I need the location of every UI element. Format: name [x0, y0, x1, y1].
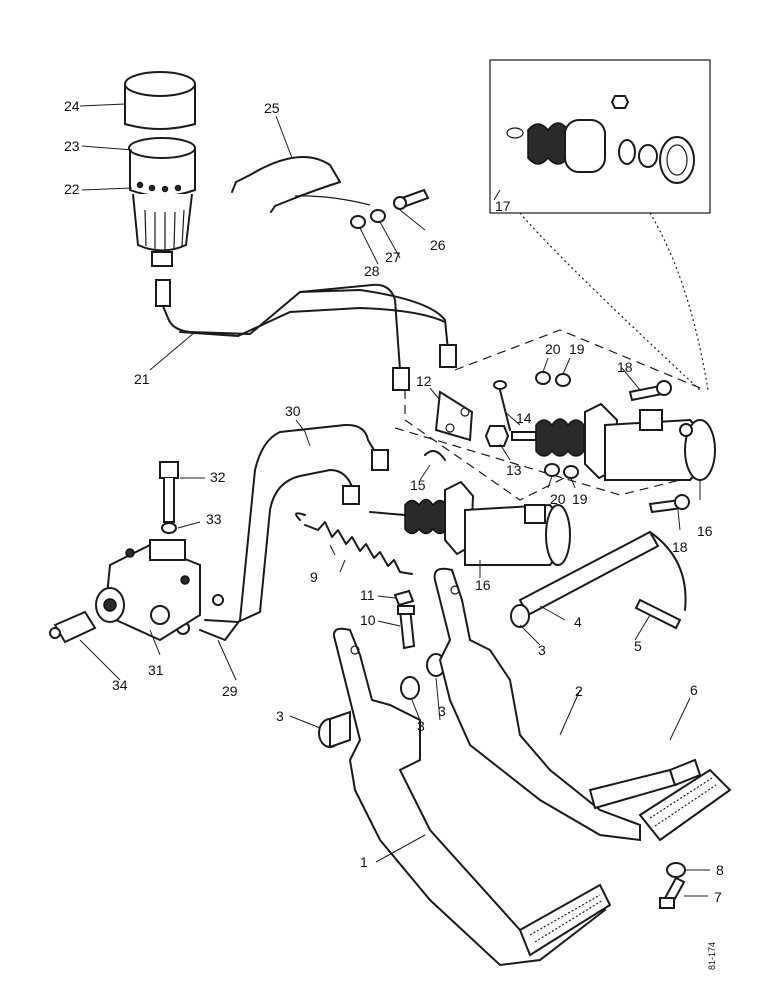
part-labels: 24 23 22 25 17 26 27 28 21 20 19 18 12 1…: [64, 98, 724, 970]
pin-15: [424, 450, 446, 461]
reservoir-cap: [124, 71, 196, 130]
label-2: 2: [575, 683, 583, 699]
label-31: 31: [148, 662, 164, 678]
label-5: 5: [634, 638, 642, 654]
label-29: 29: [222, 683, 238, 699]
pedal-2: [433, 567, 732, 842]
label-10: 10: [360, 612, 376, 628]
feed-pipe: [155, 279, 457, 391]
label-20b: 20: [550, 491, 566, 507]
label-4: 4: [574, 614, 582, 630]
label-25: 25: [264, 100, 280, 116]
label-17: 17: [495, 198, 511, 214]
label-3a: 3: [276, 708, 284, 724]
label-16a: 16: [475, 577, 491, 593]
label-12: 12: [416, 373, 432, 389]
inset-box-17: [489, 59, 711, 391]
label-32: 32: [210, 469, 226, 485]
label-13: 13: [506, 462, 522, 478]
label-18a: 18: [617, 359, 633, 375]
label-27: 27: [385, 249, 401, 265]
label-9: 9: [310, 569, 318, 585]
label-33: 33: [206, 511, 222, 527]
label-18b: 18: [672, 539, 688, 555]
label-11: 11: [360, 587, 375, 603]
fluid-reservoir: [128, 137, 196, 267]
bushes: [318, 604, 530, 749]
label-3d: 3: [538, 642, 546, 658]
figure-code: 81-174: [707, 942, 717, 970]
pressure-switch: [49, 610, 97, 644]
pipes-29-30: [176, 423, 389, 641]
label-19a: 19: [569, 341, 585, 357]
label-21: 21: [134, 371, 150, 387]
bolt-32: [159, 461, 179, 534]
bolt-7: [659, 862, 686, 909]
label-1: 1: [360, 854, 368, 870]
pressure-valve: [95, 539, 201, 642]
label-22: 22: [64, 181, 80, 197]
label-28: 28: [364, 263, 380, 279]
label-3c: 3: [438, 703, 446, 719]
label-30: 30: [285, 403, 301, 419]
label-6: 6: [690, 682, 698, 698]
label-15: 15: [410, 477, 426, 493]
leader-lines: [79, 103, 710, 897]
assembly-guides: [394, 329, 706, 501]
label-8: 8: [716, 862, 724, 878]
label-26: 26: [430, 237, 446, 253]
label-19b: 19: [572, 491, 588, 507]
label-7: 7: [714, 889, 722, 905]
cross-shaft: [518, 530, 687, 630]
label-20a: 20: [545, 341, 561, 357]
label-23: 23: [64, 138, 80, 154]
label-3b: 3: [417, 718, 425, 734]
return-spring: [295, 512, 413, 575]
bolt-10: [393, 589, 416, 650]
master-cylinder-lower: [369, 480, 571, 566]
master-cylinder-upper: [434, 371, 716, 514]
label-14: 14: [516, 410, 532, 426]
label-34: 34: [112, 677, 128, 693]
pedal-1: [333, 627, 612, 967]
label-24: 24: [64, 98, 80, 114]
pedal-pad-bracket: [588, 758, 702, 810]
label-16b: 16: [697, 523, 713, 539]
clip-fixings: [350, 188, 430, 229]
reservoir-clip: [231, 156, 371, 213]
